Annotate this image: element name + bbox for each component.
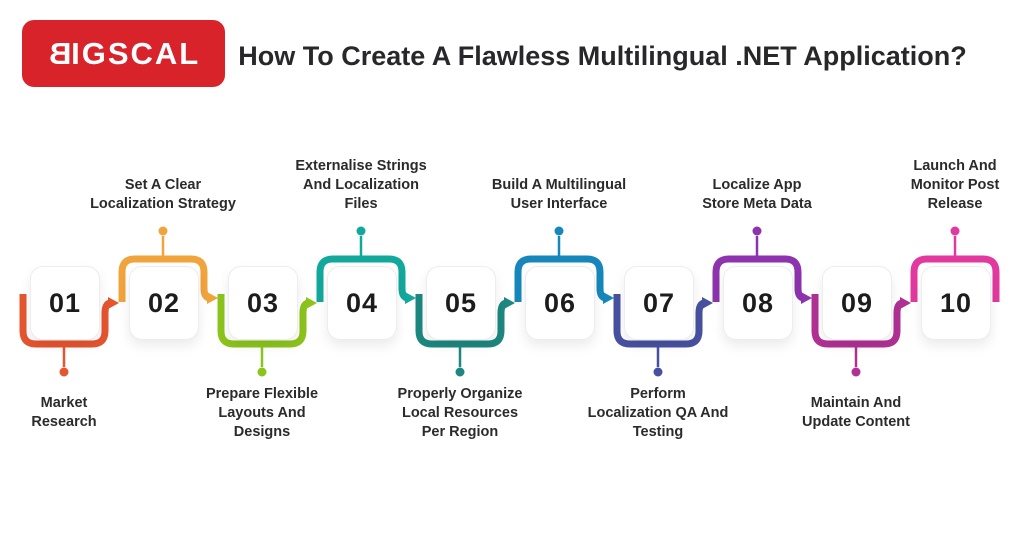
step-07-bracket	[613, 294, 713, 377]
step-number-box: 03	[228, 266, 298, 340]
step-number-box: 07	[624, 266, 694, 340]
step-number: 08	[741, 287, 775, 318]
step-number: 03	[246, 287, 280, 318]
connector-dot	[257, 367, 267, 377]
connector-dot	[752, 226, 762, 236]
step-03: 03 Prepare Flexible Layouts And Designs	[187, 0, 337, 534]
step-number: 01	[48, 287, 82, 318]
step-label: Maintain And Update Content	[802, 395, 910, 430]
connector-dot	[851, 367, 861, 377]
logo-letters-rest: IGSCAL	[71, 36, 201, 71]
step-number: 07	[642, 287, 676, 318]
step-number-box: 08	[723, 266, 793, 340]
step-number-box: 04	[327, 266, 397, 340]
step-02-bracket	[118, 226, 218, 304]
arrow-right-icon	[207, 292, 218, 304]
connector-dot	[59, 367, 69, 377]
step-label: Localize App Store Meta Data	[702, 177, 812, 212]
page-title: How To Create A Flawless Multilingual .N…	[238, 41, 967, 71]
step-label: Set A Clear Localization Strategy	[90, 177, 236, 212]
bigscal-logo: BIGSCAL	[22, 20, 225, 87]
step-label: Prepare Flexible Layouts And Designs	[205, 385, 319, 440]
step-01: 01 Market Research	[0, 0, 139, 534]
step-05: 05 Properly Organize Local Resources Per…	[385, 0, 535, 534]
step-07: 07 Perform Localization QA And Testing	[583, 0, 733, 534]
step-05-bracket	[415, 294, 515, 377]
step-label: Externalise Strings And Localization Fil…	[295, 158, 427, 212]
connector-dot	[455, 367, 465, 377]
arrow-right-icon	[306, 297, 317, 309]
step-number: 02	[147, 287, 181, 318]
connector-dot	[158, 226, 168, 236]
step-number: 09	[840, 287, 874, 318]
arrow-right-icon	[801, 292, 812, 304]
arrow-right-icon	[504, 297, 515, 309]
step-09-bracket	[811, 294, 911, 377]
step-03-bracket	[217, 294, 317, 377]
step-number-box: 06	[525, 266, 595, 340]
step-number-box: 05	[426, 266, 496, 340]
step-06-bracket	[514, 226, 614, 304]
step-10-bracket	[910, 226, 1000, 302]
step-label: Market Research	[31, 395, 97, 430]
step-label: Build A Multilingual User Interface	[491, 177, 627, 212]
step-label: Properly Organize Local Resources Per Re…	[397, 385, 523, 440]
step-number-box: 09	[822, 266, 892, 340]
arrow-right-icon	[603, 292, 614, 304]
connector-dot	[356, 226, 366, 236]
arrow-right-icon	[702, 297, 713, 309]
arrow-right-icon	[900, 297, 911, 309]
step-label: Perform Localization QA And Testing	[587, 385, 729, 440]
step-04: 04 Externalise Strings And Localization …	[286, 0, 436, 534]
connector-dot	[653, 367, 663, 377]
step-number-box: 10	[921, 266, 991, 340]
step-09: 09 Maintain And Update Content	[781, 0, 931, 534]
step-number-box: 02	[129, 266, 199, 340]
connector-dot	[554, 226, 564, 236]
step-01-bracket	[19, 294, 119, 377]
step-number: 10	[939, 287, 973, 318]
step-number-box: 01	[30, 266, 100, 340]
logo-text: BIGSCAL	[47, 36, 201, 71]
step-02: 02 Set A Clear Localization Strategy	[88, 0, 238, 534]
step-number: 06	[543, 287, 577, 318]
connector-dot	[950, 226, 960, 236]
step-label: Launch And Monitor Post Release	[910, 158, 1000, 212]
arrow-right-icon	[405, 292, 416, 304]
step-number: 04	[345, 287, 379, 318]
step-10: 10 Launch And Monitor Post Release	[880, 0, 1030, 534]
step-number: 05	[444, 287, 478, 318]
step-08: 08 Localize App Store Meta Data	[682, 0, 832, 534]
step-04-bracket	[316, 226, 416, 304]
step-06: 06 Build A Multilingual User Interface	[484, 0, 634, 534]
arrow-right-icon	[108, 297, 119, 309]
step-08-bracket	[712, 226, 812, 304]
